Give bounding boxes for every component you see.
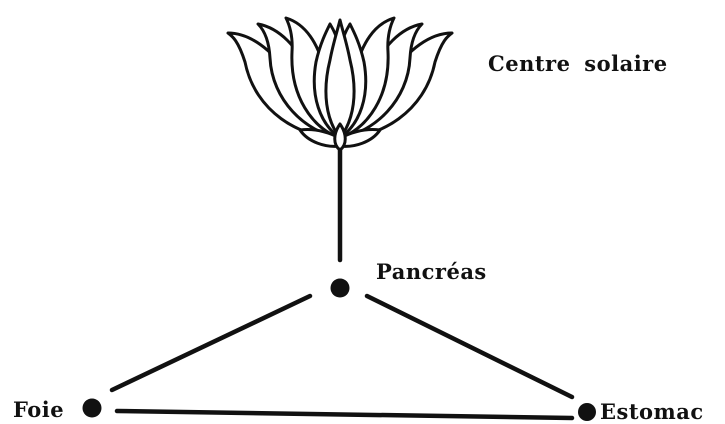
edge-pancreas-estomac [367, 296, 572, 397]
node-pancreas-dot [331, 279, 350, 298]
edge-pancreas-foie [112, 296, 310, 390]
node-foie-label: Foie [13, 398, 64, 422]
lotus-icon [228, 18, 452, 150]
node-foie-dot [83, 399, 102, 418]
node-pancreas-label: Pancréas [376, 260, 487, 284]
node-estomac-dot [578, 403, 596, 421]
edge-foie-estomac [117, 411, 572, 418]
node-estomac-label: Estomac [600, 400, 704, 424]
centre-solaire-label: Centre solaire [488, 52, 668, 76]
